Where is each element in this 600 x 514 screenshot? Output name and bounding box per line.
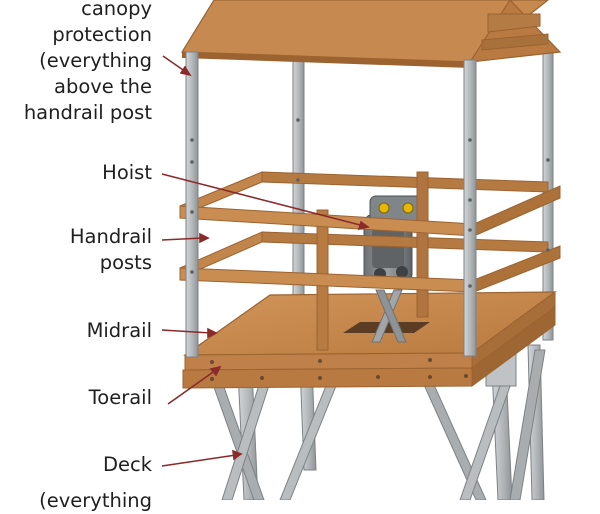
leader-handrail-posts xyxy=(161,237,204,241)
handrail-back xyxy=(261,171,549,193)
toerail-right xyxy=(471,306,556,387)
wood-post-back xyxy=(416,171,429,318)
canopy-roof xyxy=(180,0,562,68)
label-below-deck: (everything xyxy=(39,489,152,512)
post-front-left xyxy=(185,51,199,358)
roof-fascia xyxy=(182,52,470,68)
label-deck: Deck xyxy=(102,453,152,476)
leader-toerail xyxy=(167,369,217,405)
hoist-wheel-right xyxy=(396,266,408,278)
deck-platform xyxy=(182,291,557,389)
brace-right-b xyxy=(509,349,546,500)
front-posts xyxy=(185,51,550,358)
label-midrail: Midrail xyxy=(86,319,152,342)
leader-canopy xyxy=(162,55,187,73)
label-hoist: Hoist xyxy=(102,161,152,184)
roof-crossbar xyxy=(487,13,541,33)
label-canopy-protection: canopy protection (everything above the … xyxy=(23,0,152,124)
roof-crossbar-lower xyxy=(481,33,549,51)
leader-hoist xyxy=(161,173,365,227)
platform-diagram xyxy=(161,0,562,500)
deck-bolts xyxy=(210,358,468,381)
post-bolts xyxy=(190,118,550,288)
leader-midrail xyxy=(161,329,212,334)
label-handrail-posts: Handrail posts xyxy=(69,225,152,274)
post-front-right xyxy=(463,59,477,357)
label-toerail: Toerail xyxy=(88,386,152,409)
hoist-stand-b xyxy=(375,289,407,343)
hoist-lamp-right xyxy=(402,202,414,214)
leader-deck xyxy=(161,454,237,467)
hoist-lamp-left xyxy=(378,202,390,214)
leader-lines xyxy=(161,55,370,467)
